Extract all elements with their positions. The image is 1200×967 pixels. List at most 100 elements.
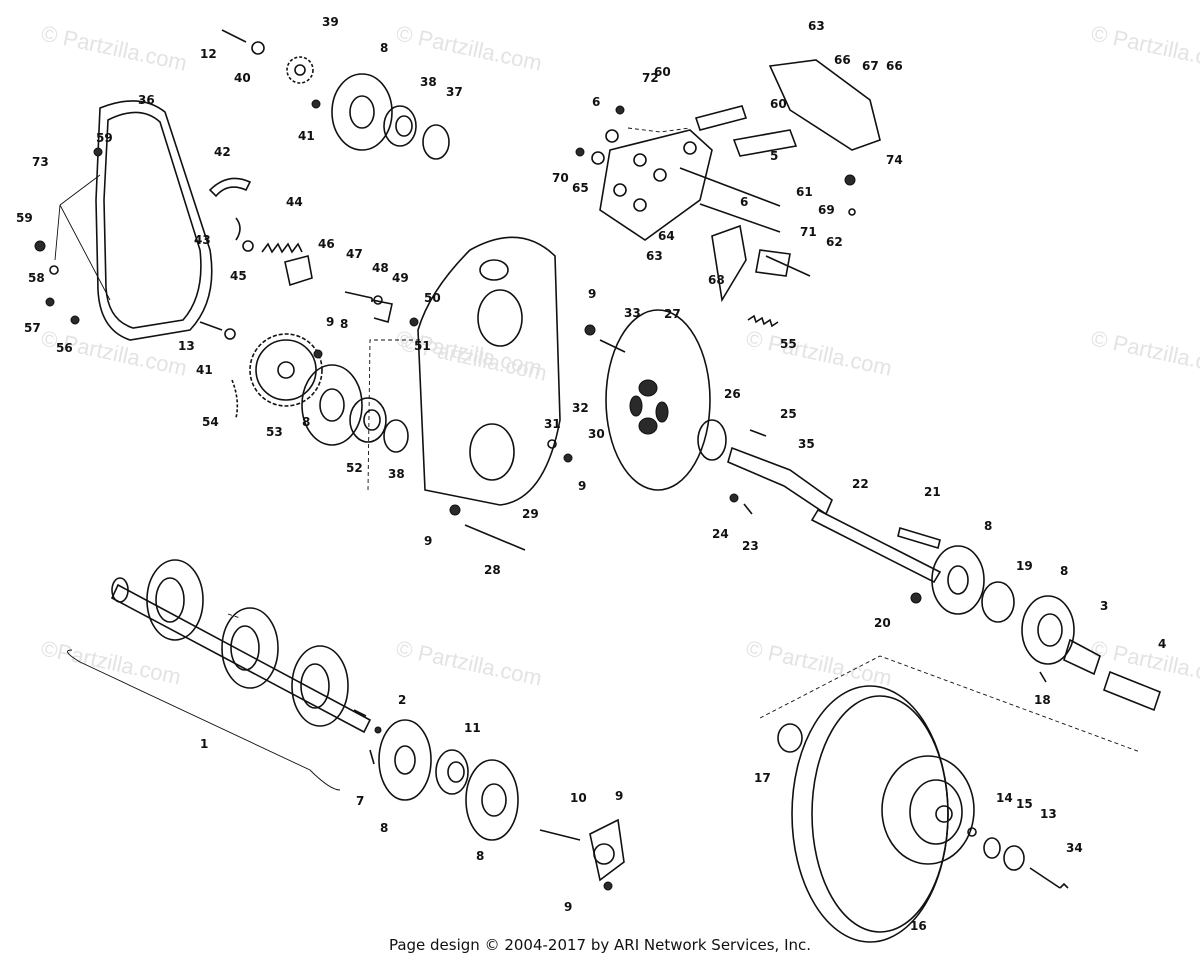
part-callout-64: 64 (658, 229, 675, 243)
snap-ring-middle (383, 419, 409, 453)
bearing-middle (349, 397, 387, 443)
part-callout-6: 6 (592, 95, 600, 109)
mount-bracket (599, 129, 713, 241)
washer-18 (777, 723, 803, 753)
driven-shaft (727, 446, 833, 516)
part-callout-8: 8 (1060, 564, 1068, 578)
copyright-text: Page design © 2004-2017 by ARI Network S… (388, 936, 812, 954)
part-callout-25: 25 (780, 407, 797, 421)
part-callout-67: 67 (862, 59, 879, 73)
lower-sprocket (249, 333, 323, 407)
bearing-flange-lower-2 (465, 759, 519, 841)
part-callout-16: 16 (910, 919, 927, 933)
part-callout-31: 31 (544, 417, 561, 431)
part-callout-58: 58 (28, 271, 45, 285)
bearing-flange-right-1 (931, 545, 985, 615)
part-callout-32: 32 (572, 401, 589, 415)
bearing-flange-upper (331, 73, 393, 151)
bearing-flange-lower-1 (378, 719, 432, 801)
chain-segment (231, 379, 239, 419)
part-callout-59: 59 (16, 211, 33, 225)
drive-sprocket-2 (221, 607, 279, 689)
part-callout-63: 63 (808, 19, 825, 33)
part-callout-33: 33 (624, 306, 641, 320)
spacer-tube (1103, 670, 1161, 712)
bearing-upper (383, 105, 417, 147)
part-callout-1: 1 (200, 737, 208, 751)
watermark-text: © Partzilla.com (394, 20, 544, 75)
drive-sprocket-1 (146, 559, 204, 641)
part-callout-61: 61 (796, 185, 813, 199)
part-callout-6: 6 (740, 195, 748, 209)
part-callout-9: 9 (326, 315, 334, 329)
bearing-flange-right-2 (1021, 595, 1075, 665)
tensioner-shoe (284, 255, 313, 287)
link-plate-62 (732, 129, 798, 157)
spacer-sleeve (1063, 638, 1101, 676)
watermark-text: © Partzilla.com (1089, 635, 1200, 690)
part-callout-63: 63 (646, 249, 663, 263)
part-callout-27: 27 (664, 307, 681, 321)
return-spring (747, 314, 779, 328)
link-plate-61 (694, 105, 748, 131)
part-callout-70: 70 (552, 171, 569, 185)
chain-case-cover (95, 100, 213, 341)
part-callout-9: 9 (615, 789, 623, 803)
pulley-hub (881, 755, 975, 865)
bearing-flange-middle (301, 364, 363, 446)
tensioner-pad (208, 177, 252, 198)
part-callout-39: 39 (322, 15, 339, 29)
part-callout-55: 55 (780, 337, 797, 351)
part-callout-40: 40 (234, 71, 251, 85)
part-callout-37: 37 (446, 85, 463, 99)
part-callout-66: 66 (834, 53, 851, 67)
part-callout-8: 8 (302, 415, 310, 429)
part-callout-3: 3 (1100, 599, 1108, 613)
part-callout-9: 9 (564, 900, 572, 914)
part-callout-9: 9 (424, 534, 432, 548)
part-callout-66: 66 (886, 59, 903, 73)
watermark-layer: © Partzilla.com © Partzilla.com © Partzill… (39, 20, 1200, 690)
part-callout-7: 7 (356, 794, 364, 808)
part-callout-15: 15 (1016, 797, 1033, 811)
part-callout-51: 51 (414, 339, 431, 353)
part-callout-22: 22 (852, 477, 869, 491)
part-callout-28: 28 (484, 563, 501, 577)
part-callout-74: 74 (886, 153, 903, 167)
watermark-text: © Partzilla.com (1089, 20, 1200, 75)
part-callout-23: 23 (742, 539, 759, 553)
part-callout-69: 69 (818, 203, 835, 217)
part-callout-45: 45 (230, 269, 247, 283)
watermark-text: © Partzilla.com (394, 635, 544, 690)
part-callout-42: 42 (214, 145, 231, 159)
part-callout-8: 8 (380, 821, 388, 835)
part-callout-41: 41 (196, 363, 213, 377)
part-callout-9: 9 (578, 479, 586, 493)
jackshaft (810, 508, 942, 584)
part-callout-54: 54 (202, 415, 219, 429)
watermark-text: © Partzilla.com (744, 635, 894, 690)
part-callout-13: 13 (1040, 807, 1057, 821)
part-callout-49: 49 (392, 271, 409, 285)
bracket-70 (711, 224, 747, 303)
part-callout-14: 14 (996, 791, 1013, 805)
part-callout-38: 38 (420, 75, 437, 89)
part-callout-5: 5 (770, 149, 778, 163)
chain-case-housing (417, 236, 561, 506)
part-callout-48: 48 (372, 261, 389, 275)
part-callout-4: 4 (1158, 637, 1166, 651)
watermark-text: ©Partzilla.com (39, 635, 183, 689)
part-callout-17: 17 (754, 771, 771, 785)
part-callout-73: 73 (32, 155, 49, 169)
part-callout-53: 53 (266, 425, 283, 439)
part-callout-65: 65 (572, 181, 589, 195)
part-callout-9: 9 (588, 287, 596, 301)
part-callout-44: 44 (286, 195, 303, 209)
part-callout-34: 34 (1066, 841, 1083, 855)
part-callout-59: 59 (96, 131, 113, 145)
part-callout-19: 19 (1016, 559, 1033, 573)
drive-sprocket-3 (291, 645, 349, 727)
part-callout-72: 72 (642, 71, 659, 85)
part-callout-71: 71 (800, 225, 817, 239)
